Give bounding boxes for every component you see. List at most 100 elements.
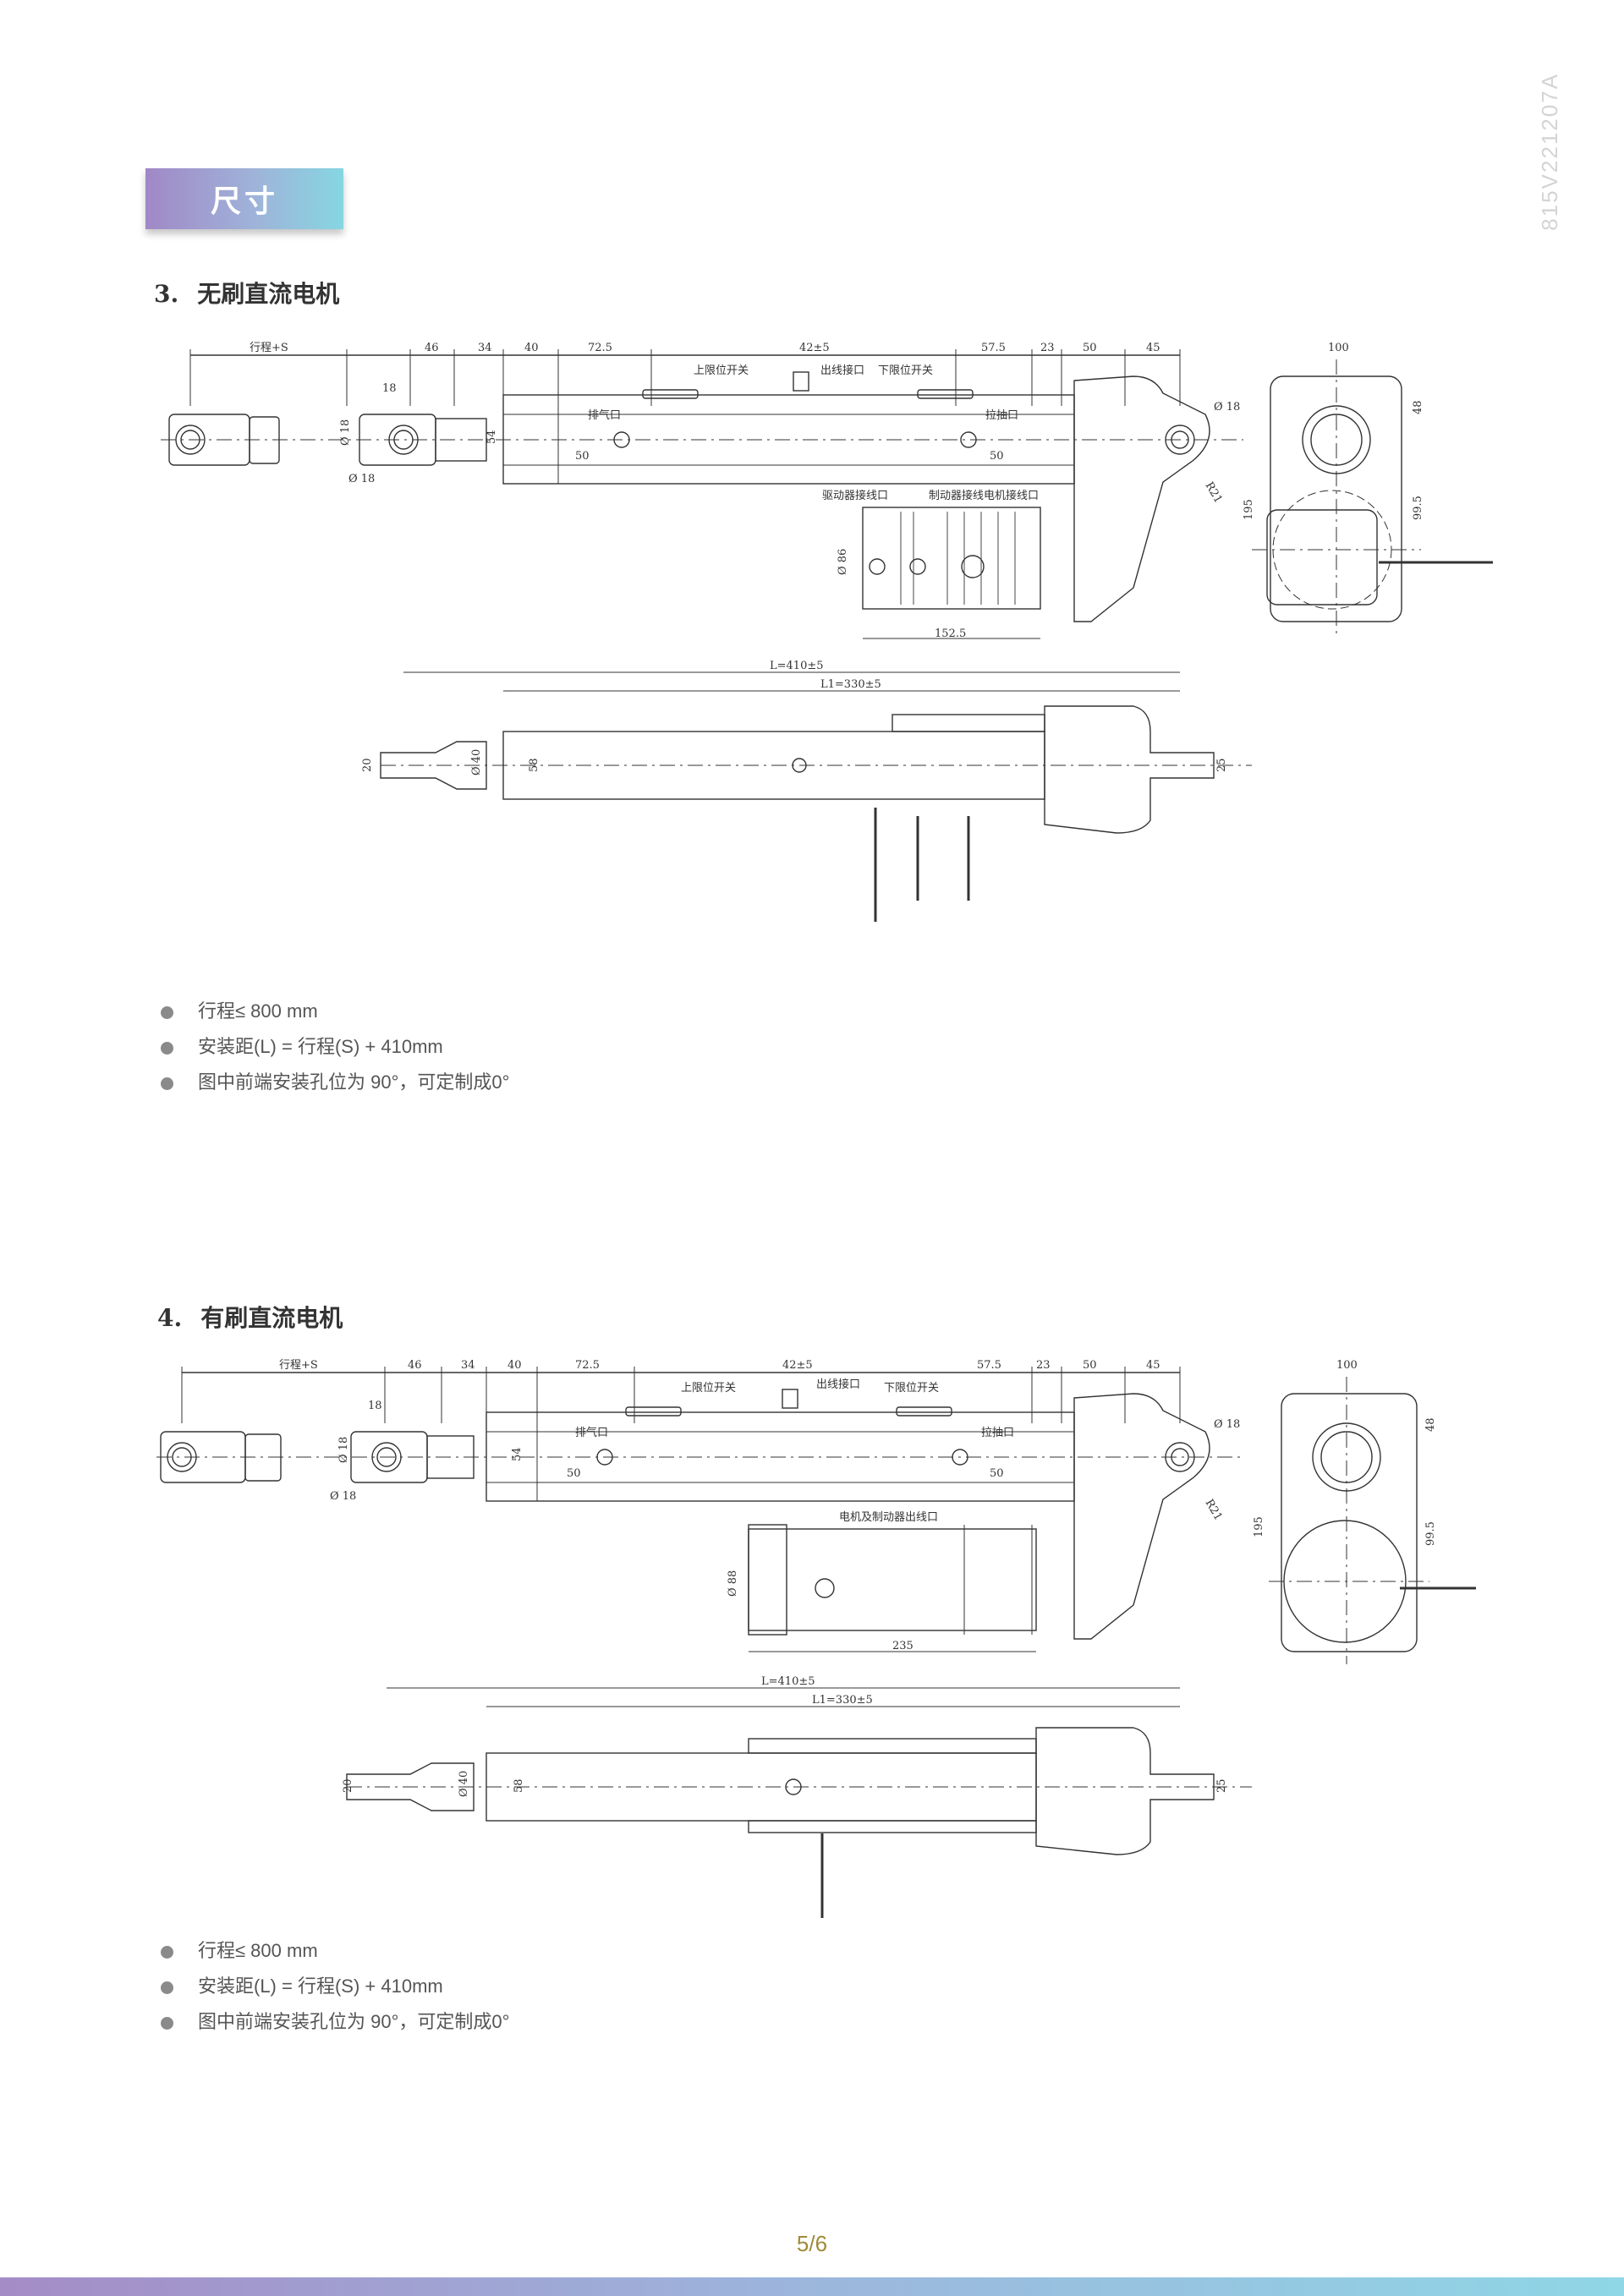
phi-18-c: Ø 18 <box>1214 1418 1240 1431</box>
dim-50-b: 50 <box>990 1467 1004 1480</box>
dim-99-5: 99.5 <box>1424 1521 1437 1546</box>
section-3-title: 3.无刷直流电机 <box>154 276 339 310</box>
dim-50-b: 50 <box>990 450 1004 463</box>
bullet-text: 安装距(L) = 行程(S) + 410mm <box>198 1036 443 1057</box>
radius-21: R21 <box>1203 1498 1225 1523</box>
bullet-dot <box>161 1981 173 1994</box>
dim-40: 40 <box>508 1359 522 1372</box>
rod-end-pin-hole <box>371 1442 402 1472</box>
section-4-bullets: 行程≤ 800 mm 安装距(L) = 行程(S) + 410mm 图中前端安装… <box>159 1933 509 2040</box>
dim-20: 20 <box>361 758 374 772</box>
bullet-item: 安装距(L) = 行程(S) + 410mm <box>159 1029 509 1065</box>
dim-99-5: 99.5 <box>1412 496 1424 520</box>
footer-gradient-bar <box>0 2277 1624 2296</box>
label-lower-switch: 下限位开关 <box>878 364 933 377</box>
dim-50: 50 <box>1083 342 1097 354</box>
section-3-bullets: 行程≤ 800 mm 安装距(L) = 行程(S) + 410mm 图中前端安装… <box>159 994 509 1100</box>
bullet-item: 图中前端安装孔位为 90°，可定制成0° <box>159 2004 509 2040</box>
pull-port <box>960 431 977 448</box>
label-vent: 排气口 <box>575 1426 608 1439</box>
dim-48: 48 <box>1412 400 1424 414</box>
label-pull: 拉抽口 <box>981 1427 1014 1439</box>
gearbox-housing <box>1073 375 1210 622</box>
phi-88: Ø 88 <box>727 1570 739 1597</box>
rod-end-collar <box>249 416 280 464</box>
cable-outlet <box>793 371 809 392</box>
cable-outlet <box>782 1389 798 1409</box>
dim-195: 195 <box>1243 499 1255 520</box>
dim-18: 18 <box>368 1400 382 1412</box>
driver-port <box>869 558 886 575</box>
rod-end-collar <box>244 1433 282 1482</box>
phi-86: Ø 86 <box>837 549 849 575</box>
label-outlet: 出线接口 <box>816 1378 860 1391</box>
dim-20: 20 <box>342 1778 354 1793</box>
bottom-gearbox <box>1035 1727 1215 1855</box>
dim-25: 25 <box>1215 1778 1228 1793</box>
bottom-motor-bottom <box>748 1820 1037 1833</box>
label-vent: 排气口 <box>588 408 621 422</box>
dim-L1: L1=330±5 <box>820 678 881 691</box>
rod-end-hole <box>167 1442 197 1472</box>
dim-34: 34 <box>461 1359 475 1372</box>
bullet-dot <box>161 1042 173 1055</box>
phi-18-a: Ø 18 <box>339 419 352 446</box>
bullet-item: 行程≤ 800 mm <box>159 994 509 1029</box>
dim-34: 34 <box>478 342 492 354</box>
dim-50: 50 <box>1083 1359 1097 1372</box>
bottom-gearbox <box>1044 705 1215 834</box>
brushed-motor-body <box>748 1528 1037 1631</box>
dim-57-5: 57.5 <box>977 1359 1001 1372</box>
dim-45: 45 <box>1146 1359 1160 1372</box>
end-view-housing <box>1281 1393 1418 1652</box>
label-pull: 拉抽口 <box>985 409 1018 422</box>
phi-40: Ø 40 <box>470 749 483 775</box>
dim-50-a: 50 <box>575 450 590 463</box>
dim-50-a: 50 <box>567 1467 581 1480</box>
rod-sleeve <box>435 418 487 462</box>
brushed-motor-drawing: 行程+S 46 34 40 72.5 42±5 57.5 23 50 45 10… <box>156 1359 1476 1918</box>
bottom-vent <box>785 1778 802 1795</box>
dim-46: 46 <box>425 342 439 354</box>
piston-rod <box>380 741 487 790</box>
dim-stroke: 行程+S <box>250 342 288 354</box>
rod-end-pin-hole <box>388 425 419 455</box>
dim-54: 54 <box>511 1447 524 1461</box>
bullet-item: 安装距(L) = 行程(S) + 410mm <box>159 1969 509 2004</box>
bullet-text: 行程≤ 800 mm <box>198 1000 318 1022</box>
vent-port <box>596 1449 613 1466</box>
phi-18-b: Ø 18 <box>330 1490 356 1503</box>
dim-L: L=410±5 <box>770 660 824 672</box>
motor-brake-outlet <box>815 1578 835 1598</box>
dim-L1: L1=330±5 <box>812 1694 873 1707</box>
phi-40: Ø 40 <box>458 1771 470 1797</box>
dim-57-5: 57.5 <box>981 342 1006 354</box>
label-lower-switch: 下限位开关 <box>884 1382 939 1395</box>
section-3-number: 3. <box>154 280 179 308</box>
dim-48: 48 <box>1424 1417 1437 1432</box>
lower-limit-switch <box>896 1406 952 1417</box>
label-upper-switch: 上限位开关 <box>681 1382 736 1395</box>
bullet-text: 行程≤ 800 mm <box>198 1940 318 1961</box>
dim-152-5: 152.5 <box>935 627 966 640</box>
label-brake-port: 制动器接线电机接线口 <box>929 489 1039 502</box>
radius-21: R21 <box>1203 480 1225 506</box>
dim-45: 45 <box>1146 342 1160 354</box>
phi-18-b: Ø 18 <box>348 473 375 485</box>
section-4-heading: 有刷直流电机 <box>200 1304 343 1332</box>
dim-25: 25 <box>1215 758 1228 772</box>
vent-port <box>613 431 630 448</box>
piston-rod <box>346 1762 475 1811</box>
bullet-dot <box>161 2017 173 2030</box>
document-code: 815V221207A <box>1537 73 1563 231</box>
dim-72-5: 72.5 <box>588 342 612 354</box>
dim-stroke: 行程+S <box>279 1359 318 1372</box>
dim-100: 100 <box>1336 1359 1358 1372</box>
bullet-text: 图中前端安装孔位为 90°，可定制成0° <box>198 2011 510 2032</box>
bullet-item: 图中前端安装孔位为 90°，可定制成0° <box>159 1065 509 1100</box>
dim-L: L=410±5 <box>761 1675 815 1688</box>
page-number: 5/6 <box>796 2231 828 2256</box>
brake-port <box>909 558 926 575</box>
bullet-text: 安装距(L) = 行程(S) + 410mm <box>198 1975 443 1997</box>
label-upper-switch: 上限位开关 <box>694 364 749 377</box>
